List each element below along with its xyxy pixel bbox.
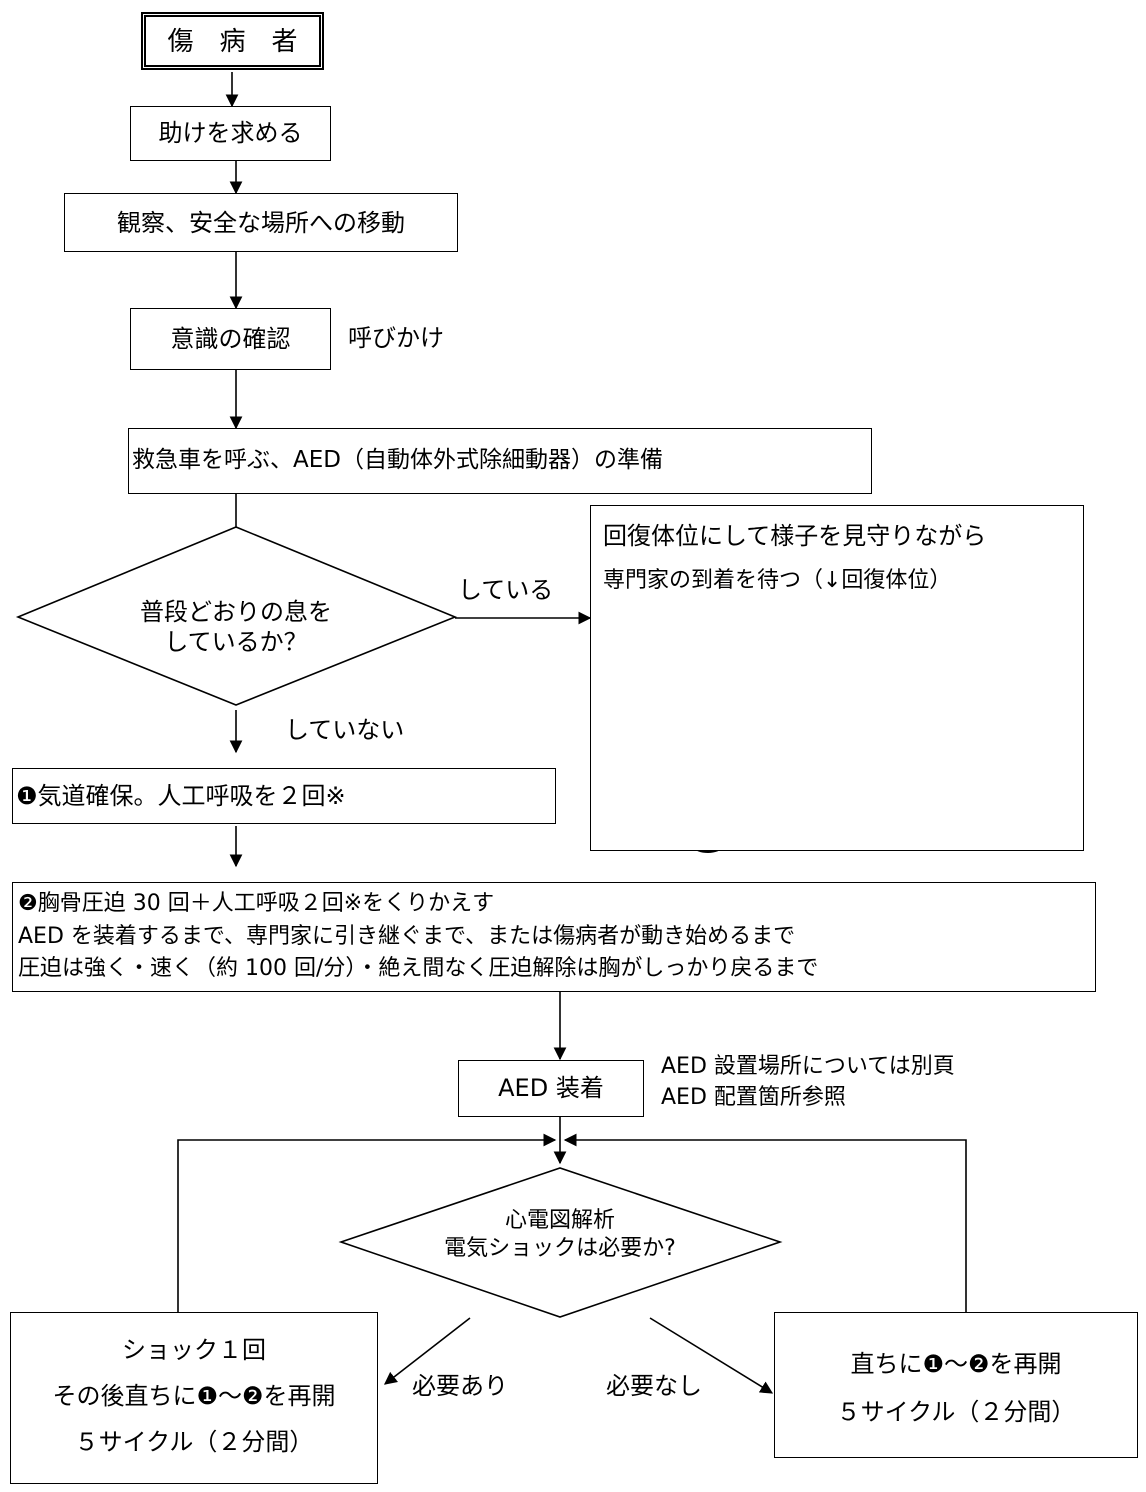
ecg-decision-diamond [338,1167,783,1318]
breathing-question-line1: 普段どおりの息を [140,598,332,626]
call-help-box [130,106,331,161]
call-ambulance-box [128,428,872,494]
aed-note-line1: AED 設置場所については別頁 [661,1054,955,1079]
consciousness-label: 意識の確認 [170,325,291,353]
recovery-box [590,505,1084,851]
observe-label: 観察、安全な場所への移動 [117,209,405,237]
recovery-label-line1: 回復体位にして様子を見守りながら [603,522,987,550]
aed-attach-box [458,1060,644,1117]
shock-box [10,1312,378,1484]
resume-label-line1: 直ちに❶～❷を再開 [850,1350,1062,1378]
call-help-label: 助けを求める [158,119,303,147]
shock-needed-label: 必要あり [412,1372,508,1400]
shock-not-needed-label: 必要なし [606,1372,702,1400]
airway-label: ❶気道確保。人工呼吸を２回※ [16,782,346,810]
patient-box [141,12,324,70]
shock-label-line2: その後直ちに❶～❷を再開 [52,1382,336,1410]
call-ambulance-label: 救急車を呼ぶ、AED（自動体外式除細動器）の準備 [132,447,663,473]
loop-shock-to-ecg [177,1133,557,1312]
resume-label-line2: ５サイクル（２分間） [836,1398,1076,1426]
loop-resume-to-ecg [563,1133,967,1312]
ecg-question-line1: 心電図解析 [504,1208,615,1233]
aed-attach-label: AED 装着 [498,1074,604,1102]
breathing-yes-label: している [458,576,554,604]
ecg-question-line2: 電気ショックは必要か? [444,1236,676,1261]
aed-note-line2: AED 配置箇所参照 [661,1085,846,1110]
breathing-decision-diamond [15,526,458,706]
cpr-label-line2: AED を装着するまで、専門家に引き継ぐまで、または傷病者が動き始めるまで [18,924,796,949]
cpr-label-line3: 圧迫は強く・速く（約 100 回/分）・絶え間なく圧迫解除は胸がしっかり戻るまで [18,956,819,981]
call-out-label: 呼びかけ [348,324,444,352]
breathing-no-label: していない [285,716,405,744]
recovery-label-line2: 専門家の到着を待つ（↓回復体位） [603,568,952,593]
arrow-ecg-to-shock [383,1317,471,1385]
observe-box [64,193,458,252]
arrow-ecg-to-resume [649,1317,774,1394]
shock-label-line1: ショック１回 [122,1336,266,1364]
patient-label: 傷 病 者 [167,27,298,57]
resume-box [774,1312,1138,1458]
cpr-label-line1: ❷胸骨圧迫 30 回＋人工呼吸２回※をくりかえす [18,891,495,916]
breathing-question-line2: しているか？ [164,628,308,656]
cpr-box [12,882,1096,992]
shock-label-line3: ５サイクル（２分間） [74,1428,314,1456]
consciousness-box [130,308,331,370]
airway-box [12,768,556,824]
